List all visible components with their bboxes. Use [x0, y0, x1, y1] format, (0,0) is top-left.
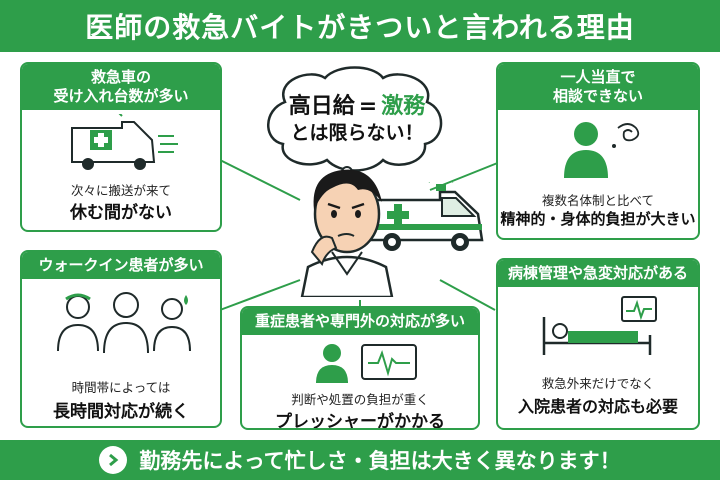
worried-person-icon	[564, 122, 640, 178]
title-bar: 医師の救急バイトがきついと言われる理由	[0, 0, 720, 52]
card-ambulance-main: 休む間がない	[70, 203, 172, 223]
card-ambulance: 救急車の 受け入れ台数が多い 次々に搬送が来て 休む間がない	[20, 62, 222, 232]
card-alone-main: 精神的・身体的負担が大きい	[500, 210, 696, 228]
card-walkin-sub: 時間帯によっては	[71, 380, 171, 395]
card-alone-title: 一人当直で 相談できない	[498, 64, 698, 110]
card-alone-title-line1: 一人当直で	[560, 68, 636, 86]
footer-bar: 勤務先によって忙しさ・負担は大きく異なります！	[0, 440, 720, 480]
card-alone: 一人当直で 相談できない 複数名体制と比べて 精神的・身体的負担が大きい	[496, 62, 700, 240]
doctor-illustration	[300, 169, 394, 297]
card-alone-title-line2: 相談できない	[552, 87, 643, 105]
card-walkin-title: ウォークイン患者が多い	[22, 252, 220, 279]
bubble-equals: =	[358, 94, 378, 119]
card-severe-title: 重症患者や専門外の対応が多い	[242, 308, 478, 335]
card-ambulance-title-line2: 受け入れ台数が多い	[53, 87, 189, 105]
card-ward-main: 入院患者の対応も必要	[517, 397, 678, 416]
card-ambulance-sub: 次々に搬送が来て	[70, 183, 171, 198]
footer-text: 勤務先によって忙しさ・負担は大きく異なります！	[139, 449, 621, 473]
card-ambulance-title-line1: 救急車の	[90, 68, 151, 86]
card-walkin: ウォークイン患者が多い 時間帯によっては 長時間対応が続く	[20, 250, 222, 428]
card-alone-sub: 複数名体制と比べて	[541, 193, 654, 208]
card-ward-title: 病棟管理や急変対応がある	[498, 260, 698, 287]
card-severe-main: プレッシャーがかかる	[275, 412, 445, 430]
patients-icon	[57, 292, 191, 354]
bubble-line2: とは限らない！	[290, 122, 424, 144]
ambulance-icon	[71, 114, 178, 170]
bubble-word-hard-work: 激務	[381, 94, 426, 119]
chevron-right-icon	[99, 446, 128, 474]
bubble-line1: 高日給=激務	[262, 88, 452, 120]
card-ambulance-title: 救急車の 受け入れ台数が多い	[22, 64, 220, 110]
ambulance-illustration	[368, 182, 484, 251]
card-ward-sub: 救急外来だけでなく	[541, 376, 655, 391]
page-title: 医師の救急バイトがきついと言われる理由	[85, 11, 635, 44]
card-severe: 重症患者や専門外の対応が多い 判断や処置の負担が重く プレッシャーがかかる	[240, 306, 480, 430]
card-ward: 病棟管理や急変対応がある 救急外来だけでなく 入院患者の対応も必要	[496, 258, 700, 430]
bubble-word-high-pay: 高日給	[288, 94, 355, 119]
doctor-monitor-icon	[316, 344, 417, 383]
card-severe-sub: 判断や処置の負担が重く	[291, 392, 429, 407]
card-walkin-main: 長時間対応が続く	[53, 402, 189, 422]
hospital-bed-icon	[542, 296, 657, 355]
